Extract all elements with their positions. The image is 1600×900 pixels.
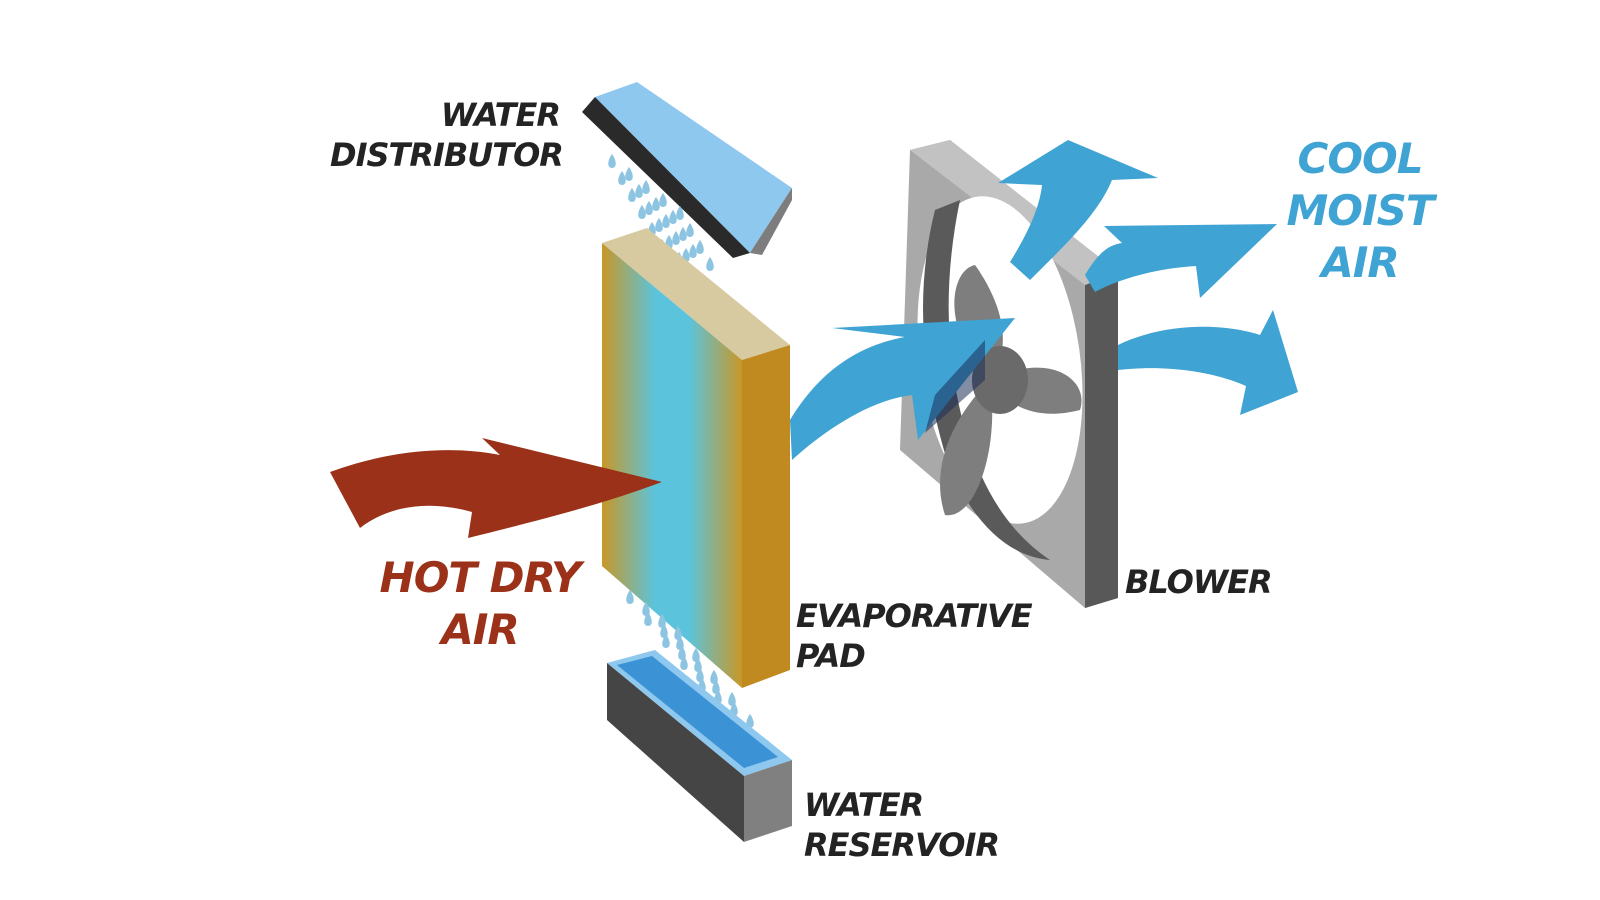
water-reservoir bbox=[607, 650, 792, 842]
water-distributor-label: WATER DISTRIBUTOR bbox=[330, 95, 564, 175]
water-droplet bbox=[680, 656, 688, 670]
hot-dry-air-label: HOT DRY AIR bbox=[370, 552, 590, 656]
cool-moist-air-label-line3: AIR bbox=[1321, 238, 1399, 287]
arrow-shadow bbox=[925, 340, 985, 433]
water-droplet bbox=[662, 214, 670, 228]
water-droplet bbox=[655, 218, 663, 232]
water-reservoir-label-line2: RESERVOIR bbox=[804, 826, 1000, 864]
water-droplet bbox=[706, 257, 714, 271]
blower-label-text: BLOWER bbox=[1125, 563, 1273, 601]
evaporative-pad-label-line1: EVAPORATIVE bbox=[796, 597, 1033, 635]
water-droplet bbox=[689, 244, 697, 258]
evaporative-pad-label-line2: PAD bbox=[796, 637, 866, 675]
water-droplet bbox=[628, 188, 636, 202]
water-droplet bbox=[672, 231, 680, 245]
water-droplet bbox=[669, 210, 677, 224]
evaporative-pad bbox=[602, 228, 790, 688]
evaporative-pad-label: EVAPORATIVE PAD bbox=[796, 596, 1033, 676]
cool-air-arrow-to-fan bbox=[790, 318, 1015, 460]
water-droplet bbox=[626, 590, 634, 604]
water-droplet bbox=[644, 612, 652, 626]
water-droplet bbox=[618, 171, 626, 185]
water-droplet bbox=[676, 206, 684, 220]
hot-dry-air-label-line1: HOT DRY bbox=[379, 553, 582, 602]
hot-air-arrow bbox=[330, 438, 662, 538]
cool-moist-air-label-line1: COOL bbox=[1297, 134, 1424, 183]
water-droplet bbox=[659, 193, 667, 207]
water-droplet bbox=[638, 205, 646, 219]
water-distributor bbox=[582, 82, 792, 258]
water-droplet bbox=[642, 180, 650, 194]
hot-dry-air-label-line2: AIR bbox=[441, 605, 519, 654]
cool-moist-air-label-line2: MOIST bbox=[1286, 186, 1434, 235]
water-distributor-label-line1: WATER bbox=[440, 96, 561, 134]
water-droplet bbox=[686, 223, 694, 237]
water-droplet bbox=[625, 167, 633, 181]
water-distributor-label-line2: DISTRIBUTOR bbox=[330, 136, 564, 174]
water-droplet bbox=[696, 240, 704, 254]
droplets-from-distributor bbox=[608, 154, 714, 271]
water-droplet bbox=[746, 714, 754, 728]
water-droplet bbox=[652, 197, 660, 211]
blower-label: BLOWER bbox=[1125, 562, 1273, 602]
water-droplet bbox=[679, 227, 687, 241]
water-reservoir-label-line1: WATER bbox=[804, 786, 924, 824]
cool-moist-air-label: COOL MOIST AIR bbox=[1280, 133, 1440, 289]
blower bbox=[900, 140, 1118, 608]
water-reservoir-label: WATER RESERVOIR bbox=[804, 785, 1000, 865]
water-droplet bbox=[635, 184, 643, 198]
water-droplet bbox=[645, 201, 653, 215]
cool-air-arrows-out bbox=[998, 140, 1298, 415]
water-droplet bbox=[662, 634, 670, 648]
water-droplet bbox=[608, 154, 616, 168]
